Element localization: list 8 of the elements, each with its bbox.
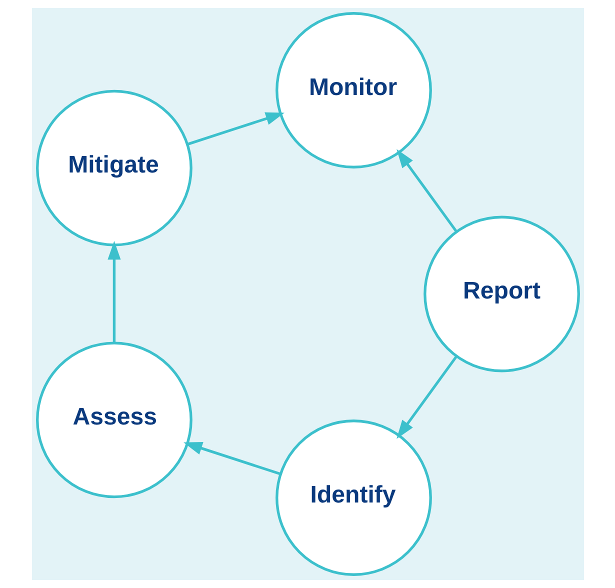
arrow [396,149,458,233]
node-circle: Assess [36,342,192,498]
arrow [396,355,458,439]
arrow [107,240,120,343]
arrow [183,442,280,476]
node-circle: Mitigate [36,90,192,246]
node-circle: Report [423,216,580,372]
arrow [186,112,284,146]
